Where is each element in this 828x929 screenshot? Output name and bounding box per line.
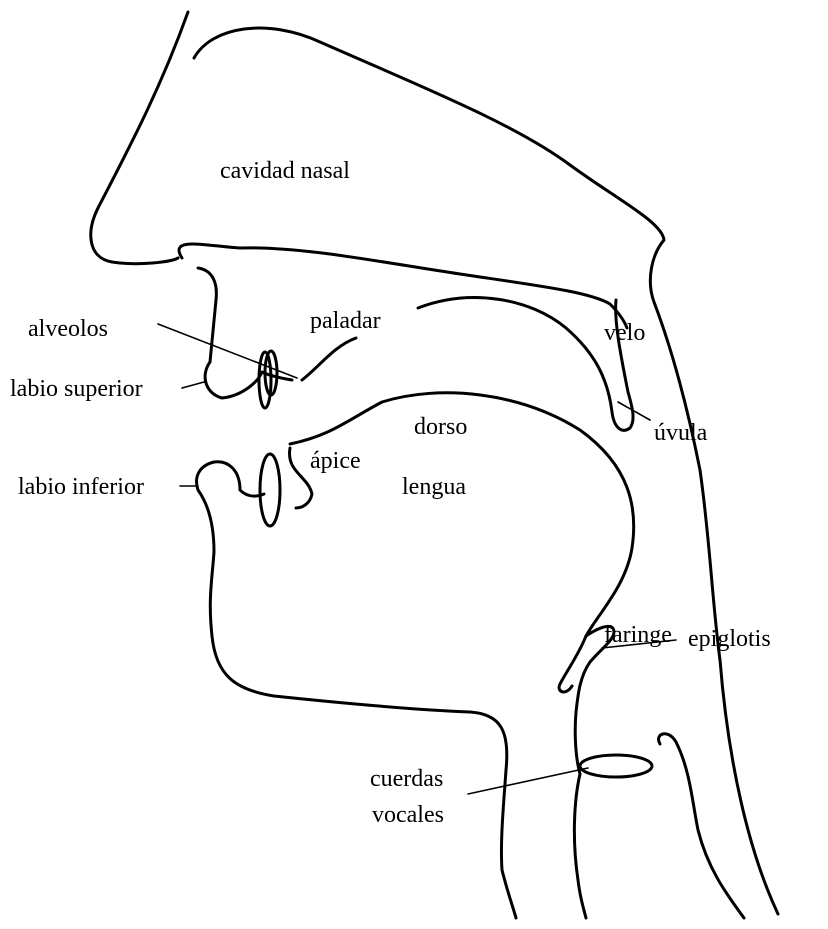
lower-lip-chin-outline — [197, 462, 516, 918]
label-velo: velo — [604, 320, 645, 346]
label-vocales: vocales — [372, 802, 444, 828]
larynx-back-outline — [659, 734, 744, 918]
vocal-folds-icon — [580, 755, 652, 777]
leader-cuerdas-vocales — [468, 768, 588, 794]
label-alveolos: alveolos — [28, 316, 108, 342]
label-apice: ápice — [310, 448, 361, 474]
lower-teeth-icon — [260, 454, 280, 526]
label-uvula: úvula — [654, 420, 708, 446]
label-dorso: dorso — [414, 414, 467, 440]
label-labio-superior: labio superior — [10, 376, 143, 402]
face-profile-upper — [91, 12, 188, 264]
label-cavidad-nasal: cavidad nasal — [220, 158, 350, 184]
label-epiglotis: epiglotis — [688, 626, 771, 652]
label-labio-inferior: labio inferior — [18, 474, 144, 500]
label-lengua: lengua — [402, 474, 466, 500]
label-cuerdas: cuerdas — [370, 766, 443, 792]
label-paladar: paladar — [310, 308, 381, 334]
label-faringe: faringe — [604, 622, 672, 648]
upper-lip-outline — [179, 244, 627, 398]
larynx-front-outline — [574, 774, 586, 918]
leader-alveolos — [158, 324, 297, 378]
leader-labio-superior — [182, 382, 204, 388]
